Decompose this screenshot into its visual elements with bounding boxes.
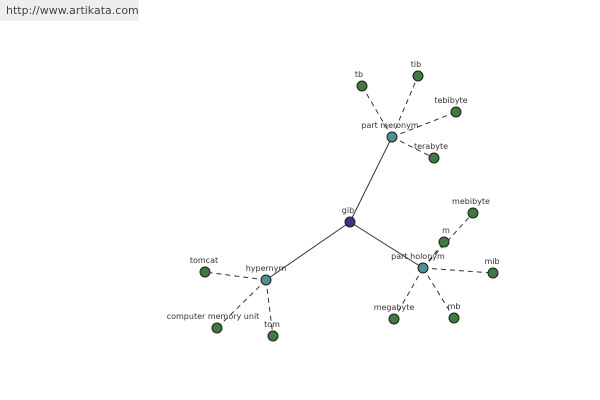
leaf-node-circle[interactable] — [199, 266, 211, 278]
relation-node-part-holonym[interactable]: part holonym — [391, 252, 445, 274]
leaf-node-circle[interactable] — [428, 152, 440, 164]
edge-gib-hypernym — [265, 221, 351, 281]
leaf-node-m[interactable]: m — [438, 226, 450, 248]
edge-hypernym-computer-memory-unit — [216, 279, 267, 329]
relation-node-hypernym[interactable]: hypernym — [246, 264, 287, 286]
source-url-banner[interactable]: http://www.artikata.com — [0, 0, 139, 21]
leaf-node-label: tomcat — [190, 256, 218, 265]
center-node-label: gib — [342, 206, 354, 215]
leaf-node-circle[interactable] — [388, 313, 400, 325]
leaf-node-label: megabyte — [374, 303, 415, 312]
edge-part-holonym-megabyte — [393, 267, 424, 320]
leaf-node-label: m — [442, 226, 450, 235]
leaf-node-label: mebibyte — [452, 197, 490, 206]
leaf-node-computer-memory-unit[interactable]: computer memory unit — [167, 312, 260, 334]
edge-part-meronym-tebibyte — [391, 111, 457, 138]
leaf-node-circle[interactable] — [356, 80, 368, 92]
edge-part-holonym-mib — [422, 267, 494, 274]
leaf-node-label: mib — [484, 257, 499, 266]
leaf-node-mib[interactable]: mib — [484, 257, 500, 279]
leaf-node-label: tom — [264, 320, 280, 329]
leaf-node-circle[interactable] — [487, 267, 499, 279]
leaf-node-circle[interactable] — [450, 106, 462, 118]
leaf-node-circle[interactable] — [211, 322, 223, 334]
center-node-circle[interactable] — [344, 216, 356, 228]
leaf-node-mebibyte[interactable]: mebibyte — [452, 197, 490, 219]
leaf-node-tib[interactable]: tib — [411, 60, 424, 82]
edge-hypernym-tomcat — [204, 271, 267, 281]
leaf-node-terabyte[interactable]: terabyte — [414, 142, 448, 164]
edge-part-holonym-mb — [422, 267, 455, 319]
center-node-gib[interactable]: gib — [342, 206, 356, 228]
leaf-node-label: tb — [355, 70, 363, 79]
leaf-node-circle[interactable] — [438, 236, 450, 248]
edge-gib-part-meronym — [349, 136, 393, 223]
edge-part-meronym-tb — [361, 85, 393, 138]
leaf-node-tomcat[interactable]: tomcat — [190, 256, 218, 278]
edge-part-meronym-terabyte — [391, 136, 435, 159]
edge-gib-part-holonym — [349, 221, 424, 269]
leaf-node-label: mb — [448, 302, 461, 311]
relation-node-part-meronym[interactable]: part meronym — [361, 121, 419, 143]
leaf-node-mb[interactable]: mb — [448, 302, 461, 324]
leaf-node-circle[interactable] — [267, 330, 279, 342]
edge-hypernym-tom — [265, 279, 274, 337]
leaf-node-tb[interactable]: tb — [355, 70, 368, 92]
leaf-node-label: tebibyte — [434, 96, 467, 105]
leaf-node-label: tib — [411, 60, 421, 69]
relation-node-circle[interactable] — [417, 262, 429, 274]
leaf-node-circle[interactable] — [448, 312, 460, 324]
relation-node-label: part holonym — [391, 252, 445, 261]
leaf-node-label: computer memory unit — [167, 312, 260, 321]
edge-part-meronym-tib — [391, 75, 419, 138]
relation-node-label: hypernym — [246, 264, 287, 273]
leaf-node-megabyte[interactable]: megabyte — [374, 303, 415, 325]
leaf-node-circle[interactable] — [412, 70, 424, 82]
relation-node-circle[interactable] — [386, 131, 398, 143]
relation-node-circle[interactable] — [260, 274, 272, 286]
leaf-node-label: terabyte — [414, 142, 448, 151]
leaf-node-tom[interactable]: tom — [264, 320, 280, 342]
relation-node-label: part meronym — [361, 121, 418, 130]
leaf-node-tebibyte[interactable]: tebibyte — [434, 96, 468, 118]
edge-part-holonym-m — [422, 241, 445, 269]
leaf-node-circle[interactable] — [467, 207, 479, 219]
